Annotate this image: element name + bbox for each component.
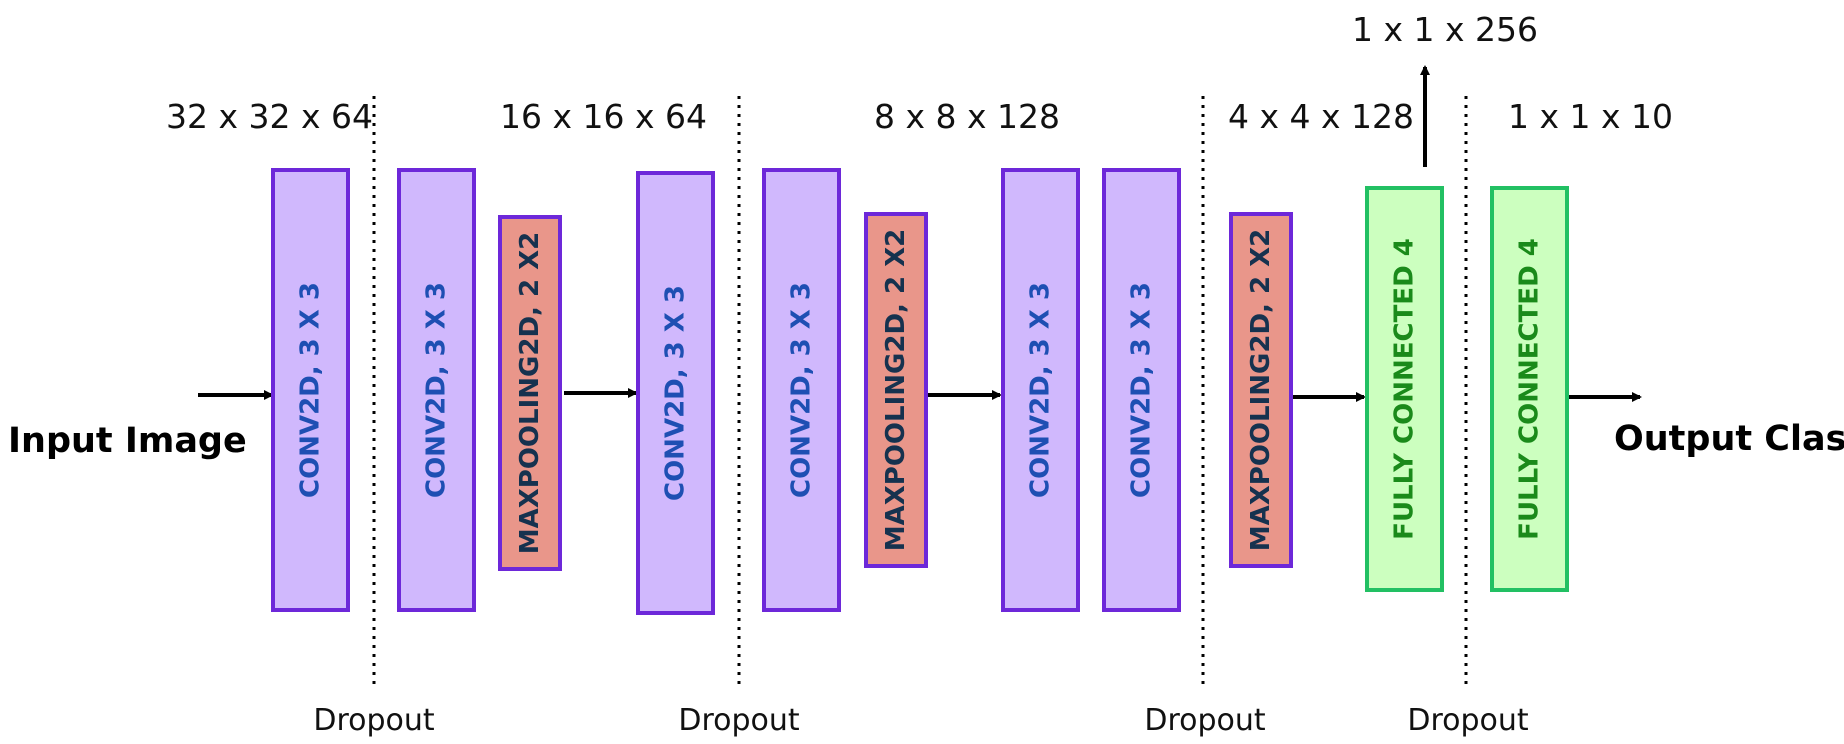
fully-connected-block-label: FULLY CONNECTED 4 [1515,238,1545,540]
dimension-label: 4 x 4 x 128 [1228,97,1414,136]
dimension-label: 1 x 1 x 256 [1352,10,1538,49]
conv2d-block: CONV2D, 3 X 3 [636,171,715,615]
dimension-label: 1 x 1 x 10 [1508,97,1673,136]
fully-connected-block: FULLY CONNECTED 4 [1490,186,1569,592]
dimension-label: 32 x 32 x 64 [166,97,373,136]
maxpooling-block: MAXPOOLING2D, 2 X2 [864,212,928,568]
input-label: Input Image [8,421,247,461]
conv2d-block: CONV2D, 3 X 3 [1102,168,1181,612]
conv2d-block-label: CONV2D, 3 X 3 [422,282,452,498]
conv2d-block-box [1102,168,1181,612]
maxpooling-block: MAXPOOLING2D, 2 X2 [1229,212,1293,568]
conv2d-block-box [636,171,715,615]
conv2d-block-box [271,168,350,612]
maxpooling-block-label: MAXPOOLING2D, 2 X2 [515,232,545,555]
conv2d-block-box [762,168,841,612]
conv2d-block: CONV2D, 3 X 3 [762,168,841,612]
maxpooling-block-label: MAXPOOLING2D, 2 X2 [881,229,911,552]
fully-connected-block-label: FULLY CONNECTED 4 [1390,238,1420,540]
dropout-label: Dropout [1144,703,1266,738]
output-label: Output Class [1614,419,1844,459]
conv2d-block-label: CONV2D, 3 X 3 [787,282,817,498]
maxpooling-block-label: MAXPOOLING2D, 2 X2 [1246,229,1276,552]
conv2d-block-label: CONV2D, 3 X 3 [296,282,326,498]
maxpooling-block-box [864,212,928,568]
conv2d-block-box [397,168,476,612]
fully-connected-block: FULLY CONNECTED 4 [1365,186,1444,592]
dimension-label: 8 x 8 x 128 [874,97,1060,136]
fully-connected-block-box [1365,186,1444,592]
maxpooling-block-box [1229,212,1293,568]
maxpooling-block-box [498,215,562,571]
layer-blocks: CONV2D, 3 X 3 CONV2D, 3 X 3 MAXPOOLING2D, … [271,168,1569,615]
conv2d-block-label: CONV2D, 3 X 3 [1127,282,1157,498]
dropout-label: Dropout [1407,703,1529,738]
fully-connected-block-box [1490,186,1569,592]
maxpooling-block: MAXPOOLING2D, 2 X2 [498,215,562,571]
conv2d-block-box [1001,168,1080,612]
conv2d-block: CONV2D, 3 X 3 [1001,168,1080,612]
conv2d-block-label: CONV2D, 3 X 3 [1026,282,1056,498]
dimension-label: 16 x 16 x 64 [500,97,707,136]
dropout-label: Dropout [678,703,800,738]
conv2d-block-label: CONV2D, 3 X 3 [661,285,691,501]
conv2d-block: CONV2D, 3 X 3 [397,168,476,612]
conv2d-block: CONV2D, 3 X 3 [271,168,350,612]
dropout-label: Dropout [313,703,435,738]
